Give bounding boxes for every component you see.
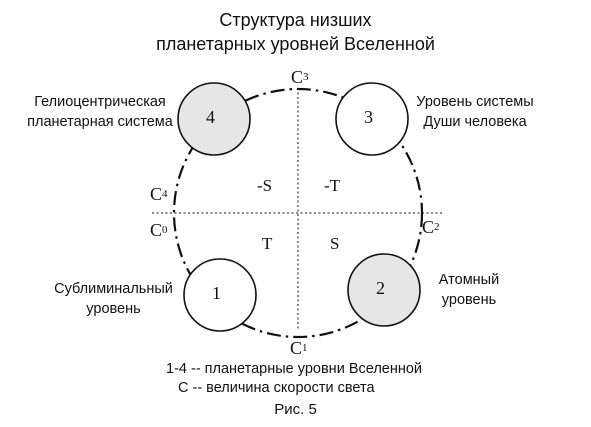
planet-2-number: 2 (376, 278, 385, 298)
c0-sup: 0 (162, 224, 168, 236)
label-atomic-line-1: Атомный (438, 272, 500, 288)
planet-3-number: 3 (364, 107, 373, 127)
label-atomic-line-2: уровень (441, 292, 497, 308)
c0-label: C0 (150, 220, 168, 241)
planet-3 (335, 82, 409, 156)
quadrant-top-right: -T (324, 176, 341, 195)
planet-3-circle (335, 82, 409, 156)
quadrant-bottom-right: S (330, 234, 340, 253)
planet-4-circle (177, 82, 251, 156)
label-subliminal: Сублиминальный уровень (46, 279, 181, 319)
label-soul-system-line-2: Души человека (423, 114, 527, 130)
c1-sup: 1 (302, 342, 308, 354)
c2-sup: 2 (434, 221, 440, 233)
c2-label: C2 (422, 217, 440, 238)
c4-base: C (150, 184, 163, 204)
planet-4 (177, 82, 251, 156)
label-soul-system: Уровень системы Души человека (410, 92, 540, 132)
figure-caption: Рис. 5 (274, 401, 317, 418)
legend-line-1: 1-4 -- планетарные уровни Вселенной (166, 361, 423, 377)
c3-sup: 3 (303, 71, 309, 83)
c4-sup: 4 (162, 188, 168, 200)
label-heliocentric-line-2: планетарная система (27, 114, 173, 130)
planet-1 (183, 258, 257, 332)
c1-label: C1 (290, 338, 308, 359)
label-heliocentric-line-1: Гелиоцентрическая (34, 94, 166, 110)
c1-base: C (290, 338, 303, 358)
planet-4-number: 4 (206, 107, 215, 127)
planet-1-number: 1 (212, 283, 221, 303)
title-line-1: Структура низших (219, 10, 372, 30)
planet-1-circle (183, 258, 257, 332)
c3-base: C (291, 67, 304, 87)
title-line-2: планетарных уровней Вселенной (156, 34, 435, 54)
planet-2-circle (347, 253, 421, 327)
label-heliocentric: Гелиоцентрическая планетарная система (20, 92, 180, 132)
legend-line-2: С -- величина скорости света (178, 380, 375, 396)
quadrant-top-left: -S (257, 176, 273, 195)
label-atomic: Атомный уровень (424, 270, 514, 310)
label-subliminal-line-2: уровень (86, 301, 141, 317)
label-soul-system-line-1: Уровень системы (416, 94, 534, 110)
planet-2 (347, 253, 421, 327)
c3-label: C3 (291, 67, 309, 88)
c2-base: C (422, 217, 435, 237)
quadrant-bottom-left: T (262, 234, 273, 253)
c0-base: C (150, 220, 163, 240)
label-subliminal-line-1: Сублиминальный (54, 281, 173, 297)
c4-label: C4 (150, 184, 168, 205)
